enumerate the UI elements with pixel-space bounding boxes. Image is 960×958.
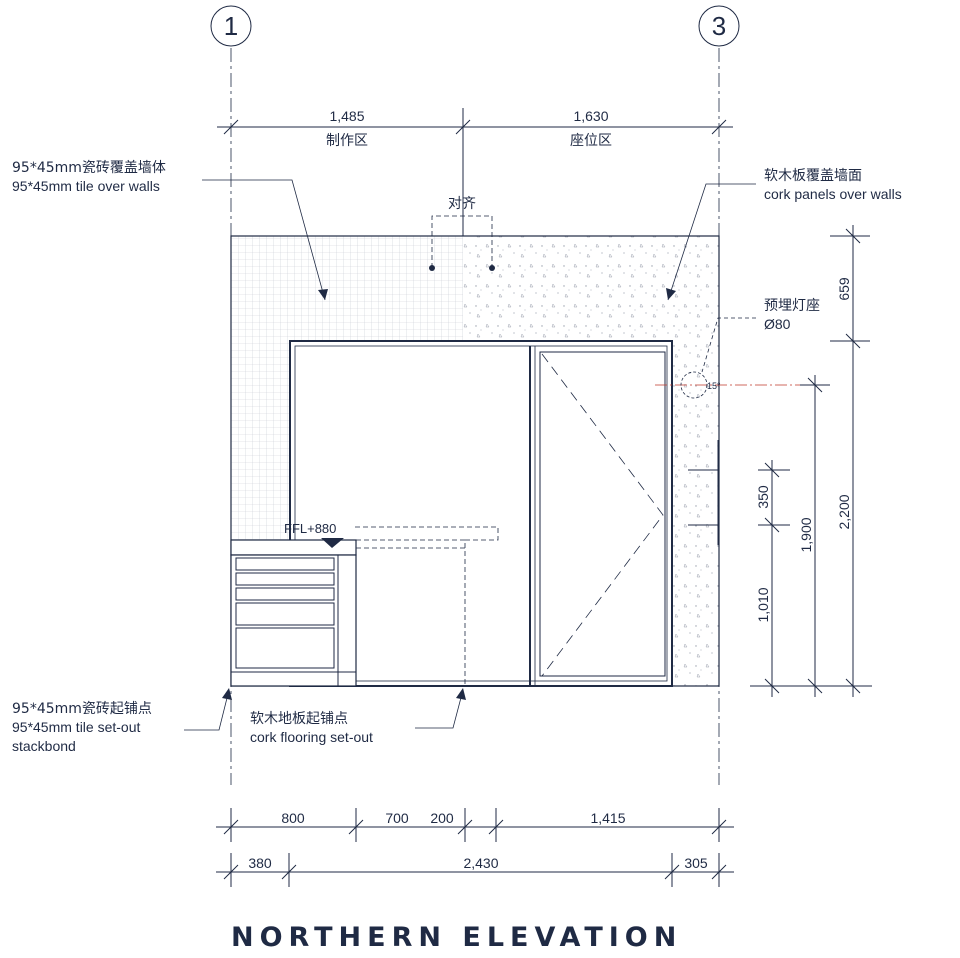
bottom-dim-700: 700 bbox=[385, 810, 409, 826]
bottom-dim-380: 380 bbox=[248, 855, 272, 871]
bottom-dim-200: 200 bbox=[430, 810, 454, 826]
counter-dashed-outline bbox=[355, 526, 499, 686]
align-label: 对齐 bbox=[448, 196, 476, 212]
cork-floor-note-cn: 软木地板起铺点 bbox=[250, 711, 348, 727]
top-dim-left-value: 1,485 bbox=[329, 108, 364, 124]
wall-brackets bbox=[688, 440, 719, 545]
bottom-dim-row1 bbox=[216, 808, 734, 842]
lamp-angle: 15° bbox=[707, 381, 721, 391]
bottom-dim-1415: 1,415 bbox=[590, 810, 625, 826]
tile-setout-note-en2: stackbond bbox=[12, 738, 76, 754]
top-dim-right-zone: 座位区 bbox=[570, 133, 612, 149]
grid-label-1: 1 bbox=[224, 11, 238, 41]
tile-wall-note-en: 95*45mm tile over walls bbox=[12, 178, 160, 194]
top-dim-left-zone: 制作区 bbox=[326, 133, 368, 149]
lamp-leader bbox=[701, 317, 756, 373]
bottom-dim-305: 305 bbox=[684, 855, 708, 871]
tile-setout-note-en1: 95*45mm tile set-out bbox=[12, 719, 141, 735]
arrow-icon bbox=[318, 289, 328, 300]
bottom-dim-2430: 2,430 bbox=[463, 855, 498, 871]
right-dim-mid: 1,900 bbox=[798, 517, 814, 552]
right-dim-top: 659 bbox=[836, 277, 852, 301]
align-callout bbox=[431, 215, 493, 268]
cork-wall-leader bbox=[667, 183, 756, 301]
right-dim-small: 350 bbox=[755, 485, 771, 509]
ffl-label: FFL+880 bbox=[284, 521, 336, 536]
cork-floor-leader bbox=[415, 689, 464, 729]
right-dimensions bbox=[750, 225, 872, 697]
top-dimension bbox=[217, 108, 733, 240]
right-dim-overall: 2,200 bbox=[836, 494, 852, 529]
cork-wall-note-cn: 软木板覆盖墙面 bbox=[764, 168, 862, 184]
bottom-dim-row2 bbox=[216, 853, 734, 887]
align-dot-left bbox=[429, 265, 435, 271]
grid-label-3: 3 bbox=[712, 11, 726, 41]
arrow-icon bbox=[456, 688, 466, 700]
grid-bubble-3: 3 bbox=[698, 5, 740, 47]
right-dim-low: 1,010 bbox=[755, 587, 771, 622]
bottom-dim-800: 800 bbox=[281, 810, 305, 826]
counter-cabinet bbox=[230, 539, 357, 687]
tile-wall-note-cn: 95*45mm瓷砖覆盖墙体 bbox=[12, 160, 166, 176]
cork-floor-note-en: cork flooring set-out bbox=[250, 729, 373, 745]
top-dim-right-value: 1,630 bbox=[573, 108, 608, 124]
tile-setout-note-cn: 95*45mm瓷砖起铺点 bbox=[12, 701, 152, 717]
grid-bubble-1: 1 bbox=[210, 5, 252, 47]
arrow-icon bbox=[666, 288, 676, 300]
lamp-note-en: Ø80 bbox=[764, 316, 791, 332]
cork-wall-note-en: cork panels over walls bbox=[764, 186, 902, 202]
level-marker-icon bbox=[321, 538, 344, 548]
drawing-title: NORTHERN ELEVATION bbox=[231, 922, 682, 953]
align-dot-right bbox=[489, 265, 495, 271]
tile-setout-leader bbox=[184, 689, 230, 731]
tile-wall-leader bbox=[202, 179, 326, 301]
lamp-note-cn: 预埋灯座 bbox=[764, 298, 820, 314]
lamp-icon bbox=[680, 371, 708, 399]
arrow-icon bbox=[222, 688, 232, 700]
